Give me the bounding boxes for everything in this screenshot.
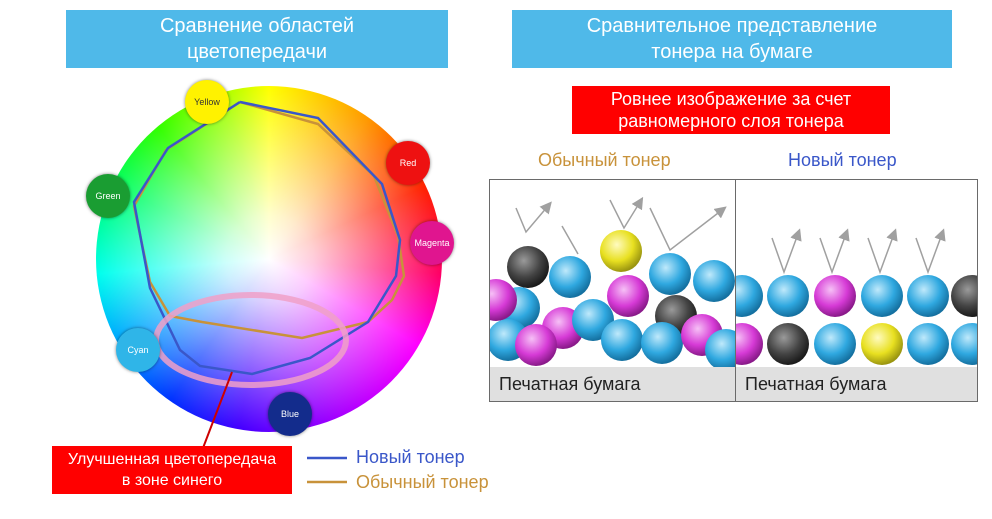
toner-title-line1: Сравнительное представление bbox=[586, 15, 878, 37]
new-panel-paper-label: Печатная бумага bbox=[745, 374, 887, 394]
callout-pointer-line bbox=[202, 371, 233, 449]
new-toner-gamut bbox=[132, 100, 402, 376]
blue-callout-line2: в зоне синего bbox=[121, 472, 223, 489]
regular-panel-paper: Печатная бумага bbox=[490, 367, 735, 401]
yellow-marker-label: Yellow bbox=[194, 97, 220, 107]
blue-marker: Blue bbox=[268, 392, 312, 436]
reflection-arrows-new bbox=[771, 228, 946, 275]
regular-toner-gamut bbox=[132, 100, 406, 340]
uniform-callout-line1: Ровнее изображение за счет bbox=[610, 89, 852, 109]
blue-zone-highlight-ring bbox=[153, 292, 349, 388]
toner-comparison-title: Сравнительное представление тонера на бу… bbox=[512, 10, 952, 68]
blue-callout-line1: Улучшенная цветопередача bbox=[67, 451, 277, 468]
magenta-marker: Magenta bbox=[410, 221, 454, 265]
yellow-marker: Yellow bbox=[185, 80, 229, 124]
gamut-comparison-title: Сравнение областей цветопередачи bbox=[66, 10, 448, 68]
legend-regular-toner-label: Обычный тонер bbox=[356, 472, 489, 492]
reflection-arrows-regular bbox=[515, 196, 727, 255]
gamut-title-line2: цветопередачи bbox=[186, 41, 328, 63]
cyan-marker-label: Cyan bbox=[127, 345, 149, 355]
blue-marker-label: Blue bbox=[280, 409, 299, 419]
regular-toner-spheres bbox=[490, 230, 735, 371]
red-marker-label: Red bbox=[399, 158, 417, 168]
blue-zone-callout: Улучшенная цветопередача в зоне синего bbox=[52, 446, 292, 494]
gamut-title-line1: Сравнение областей bbox=[159, 15, 355, 37]
uniform-layer-callout: Ровнее изображение за счет равномерного … bbox=[572, 86, 890, 134]
new-toner-particles bbox=[736, 228, 977, 365]
new-toner-panel-title: Новый тонер bbox=[788, 150, 897, 170]
green-marker: Green bbox=[86, 174, 130, 218]
color-gamut-wheel bbox=[96, 86, 442, 432]
green-marker-label: Green bbox=[95, 191, 121, 201]
red-marker: Red bbox=[386, 141, 430, 185]
hue-wheel-saturation-fade bbox=[96, 86, 442, 432]
uniform-callout-line2: равномерного слоя тонера bbox=[618, 111, 844, 131]
toner-title-line2: тонера на бумаге bbox=[651, 41, 813, 63]
cyan-marker: Cyan bbox=[116, 328, 160, 372]
legend-new-toner-label: Новый тонер bbox=[356, 447, 465, 467]
new-panel-paper: Печатная бумага bbox=[736, 367, 977, 401]
regular-panel-paper-label: Печатная бумага bbox=[499, 374, 641, 394]
regular-toner-particles bbox=[490, 196, 735, 371]
regular-toner-panel-title: Обычный тонер bbox=[538, 150, 671, 170]
magenta-marker-label: Magenta bbox=[414, 238, 450, 248]
regular-toner-panel: Печатная бумага bbox=[489, 179, 736, 402]
new-toner-spheres bbox=[736, 275, 977, 365]
new-toner-panel: Печатная бумага bbox=[735, 179, 978, 402]
